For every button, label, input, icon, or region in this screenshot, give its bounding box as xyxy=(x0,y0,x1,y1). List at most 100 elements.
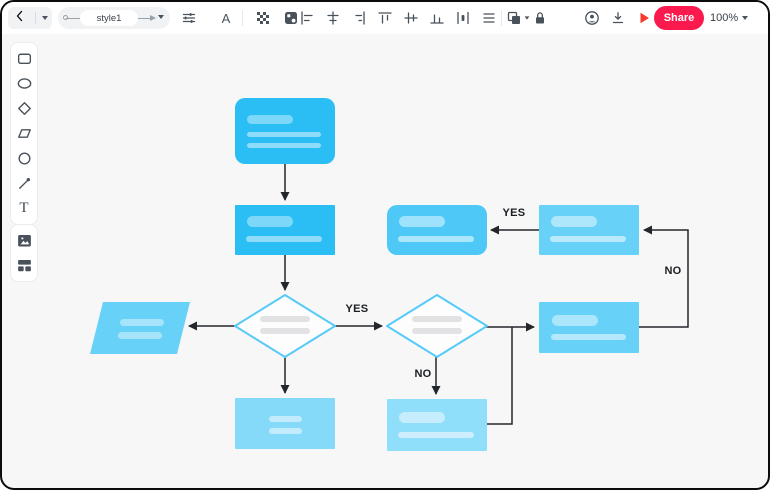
text-icon: T xyxy=(19,200,29,216)
lock-button[interactable] xyxy=(528,6,552,30)
line-spacing-icon xyxy=(483,13,495,23)
layout-tool[interactable] xyxy=(12,253,36,278)
node-text-placeholder xyxy=(398,236,474,242)
align-left-button[interactable] xyxy=(295,6,319,30)
node-text-placeholder xyxy=(552,315,598,326)
node-text-placeholder xyxy=(399,412,445,423)
chevron-left-icon xyxy=(16,10,23,21)
text-style-button[interactable]: A xyxy=(214,6,238,30)
top-toolbar: style1 A Share 100% xyxy=(2,2,768,34)
align-right-icon xyxy=(355,11,365,25)
style-name-label: style1 xyxy=(80,10,138,26)
align-middle-vertical-icon xyxy=(404,12,418,24)
node-text-placeholder xyxy=(247,216,293,227)
label-no-decision2[interactable]: NO xyxy=(414,368,431,380)
align-center-horizontal-button[interactable] xyxy=(321,6,345,30)
ellipse-tool[interactable] xyxy=(12,71,36,96)
end-1-node[interactable] xyxy=(235,398,335,449)
line-spacing-button[interactable] xyxy=(477,6,501,30)
parallelogram-tool[interactable] xyxy=(12,121,36,146)
caret-down-icon xyxy=(742,16,749,20)
transparency-button[interactable] xyxy=(251,6,275,30)
node-text-placeholder xyxy=(120,319,164,326)
align-top-button[interactable] xyxy=(373,6,397,30)
result-node[interactable] xyxy=(387,205,487,255)
text-style-icon: A xyxy=(221,10,231,26)
align-center-horizontal-icon xyxy=(327,11,339,25)
diamond-icon xyxy=(17,102,31,115)
bring-forward-icon xyxy=(507,11,520,24)
share-button[interactable]: Share xyxy=(654,6,704,30)
account-button[interactable] xyxy=(580,6,604,30)
download-icon xyxy=(612,12,624,24)
edge-end2-to-process2[interactable] xyxy=(486,327,513,425)
node-text-placeholder xyxy=(399,216,445,227)
edge-process2-to-loop[interactable] xyxy=(639,225,689,328)
align-left-icon xyxy=(301,11,313,25)
adjust-sliders-button[interactable] xyxy=(177,6,201,30)
start-node[interactable] xyxy=(235,98,335,164)
connector-arrow-icon xyxy=(150,14,156,21)
output-parallelogram-node[interactable] xyxy=(90,302,190,354)
parallelogram-icon xyxy=(17,129,31,138)
loop-node[interactable] xyxy=(539,205,639,255)
node-text-placeholder xyxy=(269,416,302,422)
text-tool[interactable]: T xyxy=(12,196,36,221)
node-text-placeholder xyxy=(551,334,626,340)
align-right-button[interactable] xyxy=(347,6,371,30)
node-text-placeholder xyxy=(550,236,626,242)
chevron-left-icon[interactable] xyxy=(12,8,28,29)
label-yes-decision1[interactable]: YES xyxy=(346,303,369,315)
caret-down-icon[interactable] xyxy=(158,15,164,19)
line-icon xyxy=(18,177,30,189)
align-middle-vertical-button[interactable] xyxy=(399,6,423,30)
end-2-node[interactable] xyxy=(387,399,487,451)
back-button-group[interactable] xyxy=(8,7,52,29)
process-2-node[interactable] xyxy=(539,302,639,353)
distribute-horizontal-button[interactable] xyxy=(451,6,475,30)
node-text-placeholder xyxy=(247,115,293,124)
rounded-rectangle-tool[interactable] xyxy=(12,46,36,71)
image-fill-icon xyxy=(285,12,297,24)
node-text-placeholder xyxy=(269,428,302,434)
image-fill-button[interactable] xyxy=(279,6,303,30)
image-tool[interactable] xyxy=(12,228,36,253)
decision-1-node[interactable] xyxy=(234,294,336,358)
download-button[interactable] xyxy=(606,6,630,30)
align-bottom-button[interactable] xyxy=(425,6,449,30)
process-node[interactable] xyxy=(235,205,335,255)
node-text-placeholder xyxy=(118,332,162,339)
label-yes-loop[interactable]: YES xyxy=(503,207,526,219)
node-text-placeholder xyxy=(260,316,310,322)
divider xyxy=(34,12,36,24)
diamond-tool[interactable] xyxy=(12,96,36,121)
circle-icon xyxy=(17,152,31,165)
present-play-button[interactable] xyxy=(632,6,656,30)
insert-tool-panel xyxy=(10,224,38,282)
connector-style-selector[interactable]: style1 xyxy=(58,7,170,29)
rounded-rectangle-icon xyxy=(17,53,31,64)
transparency-icon xyxy=(257,12,269,24)
node-text-placeholder xyxy=(412,316,462,322)
account-icon xyxy=(585,11,599,25)
layout-icon xyxy=(17,259,31,272)
decision-2-node[interactable] xyxy=(386,294,488,358)
divider xyxy=(501,10,502,26)
node-text-placeholder xyxy=(247,132,321,137)
zoom-level-control[interactable]: 100% xyxy=(710,6,749,30)
node-text-placeholder xyxy=(412,328,462,334)
align-bottom-icon xyxy=(430,14,444,24)
label-no-loop[interactable]: NO xyxy=(664,265,681,277)
bring-forward-button[interactable] xyxy=(506,6,530,30)
node-text-placeholder xyxy=(398,432,474,438)
caret-down-icon xyxy=(524,16,530,20)
present-play-icon xyxy=(640,12,649,24)
distribute-horizontal-icon xyxy=(457,11,469,25)
lock-icon xyxy=(536,12,544,24)
line-tool[interactable] xyxy=(12,171,36,196)
adjust-sliders-icon xyxy=(182,13,196,23)
circle-tool[interactable] xyxy=(12,146,36,171)
caret-down-icon[interactable] xyxy=(42,16,48,20)
